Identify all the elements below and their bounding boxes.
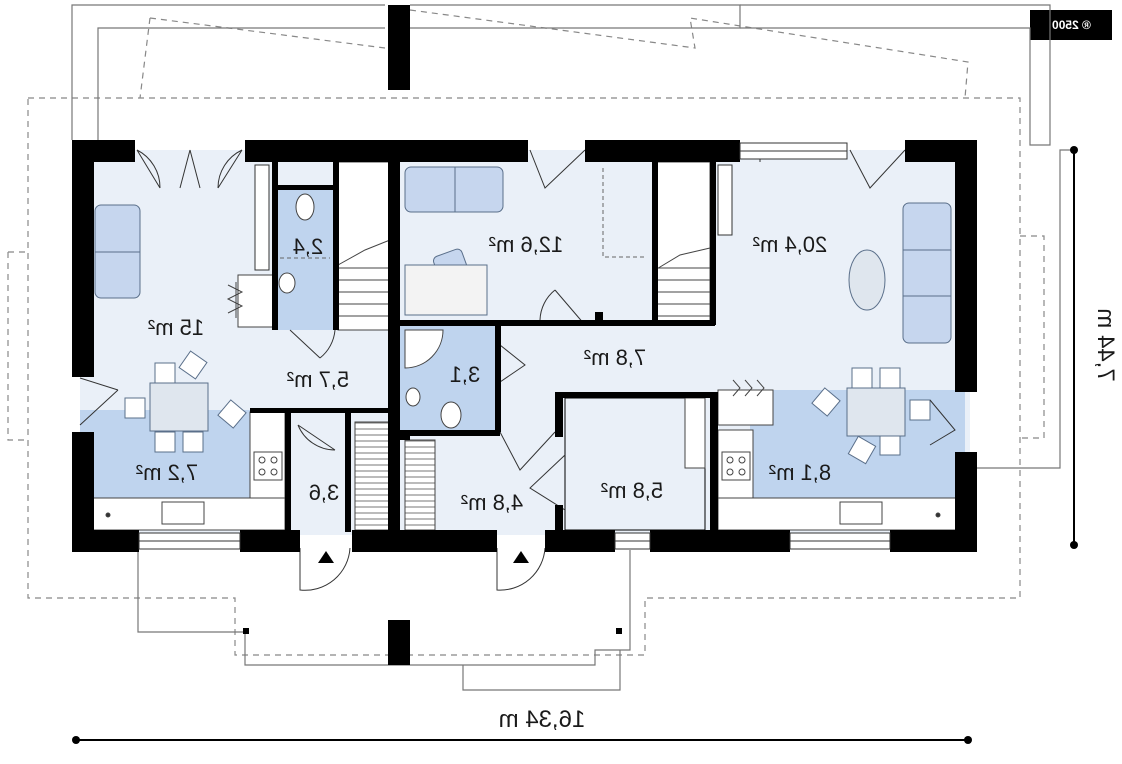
dimension-width-label: 16,34 m xyxy=(499,706,586,733)
room-label-living-left: 15 m² xyxy=(148,315,204,340)
stairs-left xyxy=(337,161,391,331)
floor-areas xyxy=(80,150,970,535)
dimension-depth-label: 7,44 m xyxy=(1092,308,1119,381)
copyright-badge: ® 2500 xyxy=(1030,10,1112,40)
furniture xyxy=(94,166,952,465)
stove-left xyxy=(253,451,283,481)
tables xyxy=(149,249,906,437)
room-label-hall-left: 5,7 m² xyxy=(287,367,349,392)
wardrobe-middle xyxy=(404,439,436,531)
room-label-hall-middle: 7,8 m² xyxy=(584,345,646,370)
room-label-vestibule-middle: 4,8 m² xyxy=(461,490,523,515)
radiators xyxy=(226,282,765,397)
walls xyxy=(72,5,977,665)
partition-lines xyxy=(280,168,645,259)
windows xyxy=(138,142,891,550)
canopy-outline xyxy=(71,4,1075,691)
roof-outline xyxy=(7,9,1045,656)
room-label-bathroom-middle: 3,1 xyxy=(450,362,481,387)
room-label-living-right: 20,4 m² xyxy=(753,232,828,257)
door-swings xyxy=(79,149,956,591)
stairs-right xyxy=(654,161,711,326)
room-label-kitchen-left: 7,2 m² xyxy=(136,460,198,485)
room-label-room-top-middle: 12,6 m² xyxy=(489,232,564,257)
stove-right xyxy=(721,451,751,481)
room-label-wc-left: 2,4 xyxy=(293,234,324,259)
dimension-depth xyxy=(1070,146,1078,549)
room-labels: 15 m² 2,4 5,7 m² 7,2 m² 3,6 12,6 m² 3,1 … xyxy=(136,232,831,515)
sinks xyxy=(105,501,941,525)
dimension-width xyxy=(72,736,972,744)
room-label-vestibule-left: 3,6 xyxy=(309,480,340,505)
room-label-kitchen-right: 8,1 m² xyxy=(769,460,831,485)
bathroom-fixtures xyxy=(278,193,462,429)
wardrobe-left xyxy=(354,421,391,531)
entrance-arrows xyxy=(318,551,529,563)
room-label-room-bottom-middle: 5,8 m² xyxy=(601,478,663,503)
